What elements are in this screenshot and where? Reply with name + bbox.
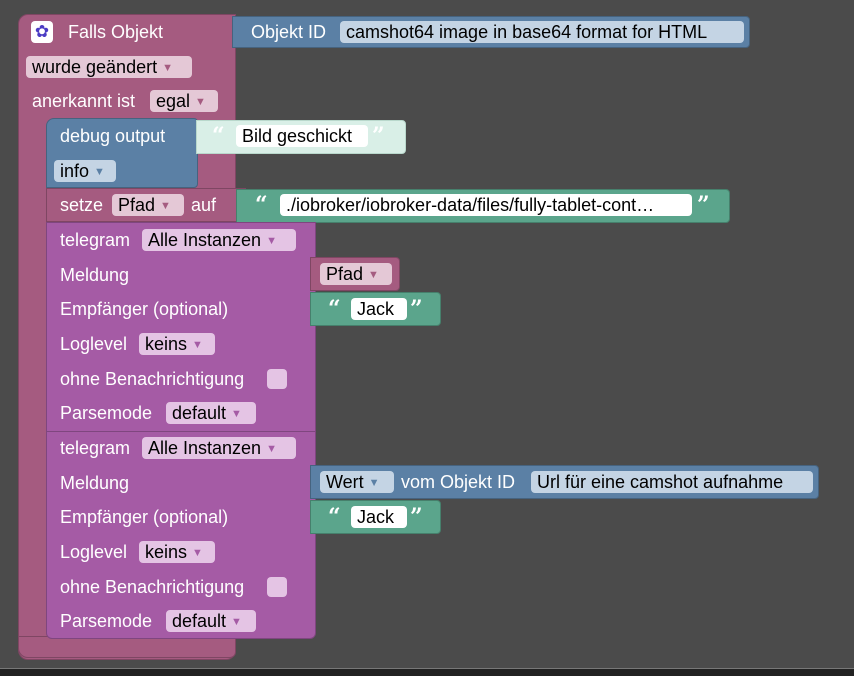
open-quote-icon: “	[328, 504, 341, 530]
open-quote-icon: “	[328, 296, 341, 322]
debug-text-field[interactable]: Bild geschickt	[236, 125, 368, 147]
trigger-block-footer	[18, 636, 236, 658]
set-label: setze	[60, 195, 104, 215]
chevron-down-icon: ▼	[266, 443, 277, 456]
open-quote-icon: “	[212, 123, 225, 149]
parsemode-value: default	[172, 403, 227, 423]
message-label: Meldung	[60, 473, 130, 493]
close-quote-icon: ”	[697, 192, 710, 218]
value-dropdown[interactable]: Wert ▼	[320, 471, 394, 493]
chevron-down-icon: ▼	[266, 235, 277, 248]
silent-checkbox[interactable]	[267, 369, 287, 389]
open-quote-icon: “	[255, 192, 268, 218]
change-type-value: wurde geändert	[32, 57, 158, 77]
recipient-label: Empfänger (optional)	[60, 507, 229, 527]
telegram-instance-value: Alle Instanzen	[148, 230, 262, 250]
chevron-down-icon: ▼	[231, 408, 242, 421]
chevron-down-icon: ▼	[94, 166, 105, 179]
chevron-down-icon: ▼	[195, 96, 206, 109]
variable-value: Pfad	[118, 195, 156, 215]
ack-value: egal	[156, 91, 191, 111]
message-variable-value: Pfad	[326, 264, 364, 284]
gear-icon[interactable]: ✿	[31, 21, 53, 43]
chevron-down-icon: ▼	[368, 269, 379, 282]
chevron-down-icon: ▼	[368, 477, 380, 490]
to-label: auf	[191, 195, 217, 215]
loglevel-value: keins	[145, 334, 188, 354]
loglevel-value: keins	[145, 542, 188, 562]
telegram-label: telegram	[60, 438, 131, 458]
close-quote-icon: ”	[372, 123, 385, 149]
parsemode-dropdown[interactable]: default ▼	[166, 610, 256, 632]
telegram-instance-dropdown[interactable]: Alle Instanzen ▼	[142, 229, 296, 251]
loglevel-dropdown[interactable]: keins ▼	[139, 541, 215, 563]
parsemode-dropdown[interactable]: default ▼	[166, 402, 256, 424]
close-quote-icon: ”	[410, 504, 423, 530]
ack-label: anerkannt ist	[32, 91, 136, 111]
object-id-field[interactable]: camshot64 image in base64 format for HTM…	[340, 21, 744, 43]
parsemode-label: Parsemode	[60, 611, 153, 631]
telegram-block-1[interactable]	[46, 222, 316, 432]
chevron-down-icon: ▼	[192, 339, 203, 352]
telegram-block-2[interactable]	[46, 431, 316, 639]
chevron-down-icon: ▼	[160, 200, 171, 213]
message-variable-dropdown[interactable]: Pfad ▼	[320, 263, 392, 285]
telegram-label: telegram	[60, 230, 131, 250]
recipient-field[interactable]: Jack	[351, 506, 407, 528]
change-type-dropdown[interactable]: wurde geändert ▼	[26, 56, 192, 78]
chevron-down-icon: ▼	[162, 62, 173, 75]
chevron-down-icon: ▼	[192, 547, 203, 560]
silent-checkbox[interactable]	[267, 577, 287, 597]
telegram-instance-value: Alle Instanzen	[148, 438, 262, 458]
ack-dropdown[interactable]: egal ▼	[150, 90, 218, 112]
parsemode-label: Parsemode	[60, 403, 153, 423]
debug-level-dropdown[interactable]: info ▼	[54, 160, 116, 182]
recipient-text-block[interactable]	[310, 292, 441, 326]
workspace-bottom-scrollbar[interactable]	[0, 668, 854, 676]
loglevel-dropdown[interactable]: keins ▼	[139, 333, 215, 355]
parsemode-value: default	[172, 611, 227, 631]
message-label: Meldung	[60, 265, 130, 285]
debug-output-label: debug output	[60, 126, 166, 146]
debug-level-value: info	[60, 161, 90, 181]
variable-dropdown[interactable]: Pfad ▼	[112, 194, 184, 216]
silent-label: ohne Benachrichtigung	[60, 369, 245, 389]
recipient-label: Empfänger (optional)	[60, 299, 229, 319]
close-quote-icon: ”	[410, 296, 423, 322]
path-text-field[interactable]: ./iobroker/iobroker-data/files/fully-tab…	[280, 194, 692, 216]
chevron-down-icon: ▼	[231, 616, 242, 629]
from-object-label: vom Objekt ID	[401, 472, 516, 492]
value-dropdown-value: Wert	[326, 472, 364, 492]
recipient-field[interactable]: Jack	[351, 298, 407, 320]
trigger-title: Falls Objekt	[68, 22, 164, 42]
loglevel-label: Loglevel	[60, 334, 128, 354]
object-id-label: Objekt ID	[251, 22, 327, 42]
loglevel-label: Loglevel	[60, 542, 128, 562]
telegram-instance-dropdown[interactable]: Alle Instanzen ▼	[142, 437, 296, 459]
object-id-field[interactable]: Url für eine camshot aufnahme	[531, 471, 813, 493]
silent-label: ohne Benachrichtigung	[60, 577, 245, 597]
